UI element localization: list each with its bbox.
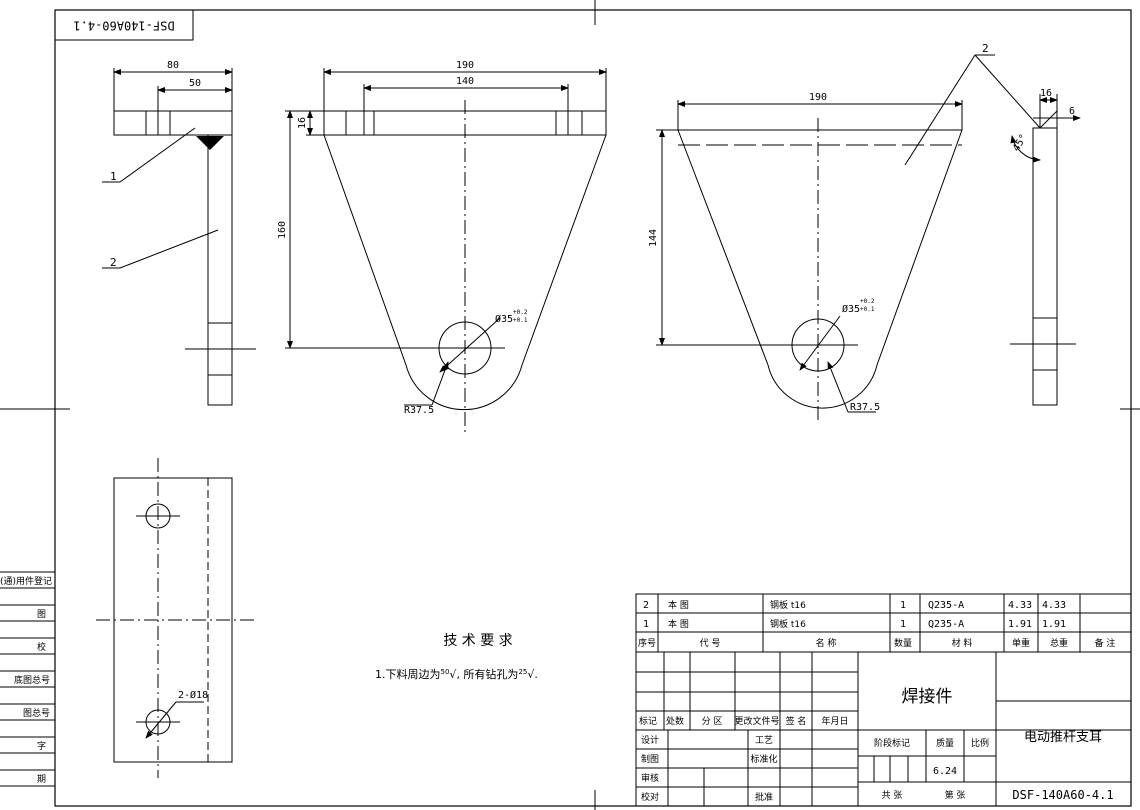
part-name: 电动推杆支耳 xyxy=(1024,730,1102,745)
rotated-code-box: DSF-140A60-4.1 xyxy=(54,9,194,41)
bom-cell: 本 图 xyxy=(668,599,689,611)
bom-header: 序号 xyxy=(638,637,656,649)
title-block: 标记 处数 分 区 更改文件号 签 名 年月日 设计 制图 审核 校对 工艺 标… xyxy=(635,651,1132,807)
bom-cell: 1 xyxy=(643,619,649,630)
drawing-number: DSF-140A60-4.1 xyxy=(1012,788,1113,802)
dim-80: 80 xyxy=(167,60,179,71)
mass-label: 质量 xyxy=(936,737,954,749)
rev-header: 签 名 xyxy=(786,715,807,727)
strip-label: 底图总号 xyxy=(14,674,50,686)
dim-6: 6 xyxy=(1069,106,1075,117)
strip-label: 校 xyxy=(37,641,46,653)
bom-table: 2 本 图 钢板 t16 1 Q235-A 4.33 4.33 1 本 图 钢板… xyxy=(635,593,1132,653)
role-label: 工艺 xyxy=(755,735,773,746)
balloon-2b: 2 xyxy=(982,42,989,55)
bom-header: 备 注 xyxy=(1095,637,1116,649)
strip-label: 字 xyxy=(37,740,46,752)
balloon-2: 2 xyxy=(110,256,117,269)
strip-label: 图 xyxy=(37,609,46,620)
strip-label: (通)用件登记 xyxy=(0,575,52,587)
dim-16-a: 16 xyxy=(297,117,308,129)
sheets-total: 共 张 xyxy=(882,790,903,801)
bom-header: 材 料 xyxy=(952,637,973,649)
side-strip: (通)用件登记 图 校 底图总号 图总号 字 期 xyxy=(0,571,55,787)
stage-label: 阶段标记 xyxy=(874,737,910,749)
bom-header: 代 号 xyxy=(700,638,721,649)
dim-dia-b: Ø35 xyxy=(842,303,860,315)
dim-dia-a: Ø35 xyxy=(495,313,513,325)
tech-requirements: 技 术 要 求 1.下料周边为50√, 所有钻孔为25√. xyxy=(375,633,538,681)
dim-r-a: R37.5 xyxy=(404,405,434,416)
bom-cell: 1 xyxy=(900,619,906,630)
bom-cell: 钢板 t16 xyxy=(770,599,806,611)
bom-cell: 1 xyxy=(900,600,906,611)
dim-160: 160 xyxy=(277,221,288,239)
role-label: 制图 xyxy=(641,753,659,765)
view-left-elevation: 80 50 1 2 xyxy=(102,60,256,406)
role-label: 批准 xyxy=(755,791,773,803)
dim-r-b: R37.5 xyxy=(850,402,880,413)
part-type: 焊接件 xyxy=(902,687,953,707)
role-label: 标准化 xyxy=(750,753,777,765)
dim-190-b: 190 xyxy=(809,92,827,103)
role-label: 审核 xyxy=(641,772,659,784)
rev-header: 年月日 xyxy=(821,715,848,727)
rotated-code-text: DSF-140A60-4.1 xyxy=(73,19,174,33)
view-plan: 2-Ø18 xyxy=(96,458,256,778)
sheet-number: 第 张 xyxy=(945,789,966,801)
view-front-plate: 190 140 16 160 Ø35 +0.2 +0.1 R37.5 xyxy=(277,60,607,436)
tech-title: 技 术 要 求 xyxy=(443,633,512,649)
tech-note: 1.下料周边为50√, 所有钻孔为25√. xyxy=(375,667,538,681)
scale-label: 比例 xyxy=(971,737,989,749)
dim-144: 144 xyxy=(648,229,659,247)
rev-header: 更改文件号 xyxy=(734,715,779,727)
weld-symbol xyxy=(196,136,224,150)
dim-50: 50 xyxy=(189,78,201,89)
bom-header: 名 称 xyxy=(816,637,837,649)
dim-16-b: 16 xyxy=(1040,88,1052,99)
bom-cell: 钢板 t16 xyxy=(770,618,806,630)
view-right-side: 16 6 45° xyxy=(1010,88,1081,406)
bom-cell: Q235-A xyxy=(928,619,964,630)
bom-cell: 本 图 xyxy=(668,618,689,630)
bom-cell: 1.91 xyxy=(1008,619,1032,630)
strip-label: 图总号 xyxy=(23,707,50,719)
bom-cell: 2 xyxy=(643,600,649,611)
tol-b-upper: +0.2 xyxy=(860,298,875,305)
role-label: 校对 xyxy=(641,791,659,803)
dim-190-a: 190 xyxy=(456,60,474,71)
bom-header: 数量 xyxy=(894,637,912,649)
bom-header: 单重 xyxy=(1012,637,1030,649)
bom-cell: 1.91 xyxy=(1042,619,1066,630)
rev-header: 标记 xyxy=(639,715,657,727)
tol-a-upper: +0.2 xyxy=(513,309,528,316)
dim-140: 140 xyxy=(456,76,474,87)
view-right-plate: 190 144 Ø35 +0.2 +0.1 R37.5 2 xyxy=(648,42,1041,420)
balloon-1: 1 xyxy=(110,170,117,183)
bom-cell: 4.33 xyxy=(1042,600,1066,611)
rev-header: 处数 xyxy=(666,715,684,727)
strip-label: 期 xyxy=(37,774,46,785)
mass-value: 6.24 xyxy=(933,766,957,777)
bom-cell: Q235-A xyxy=(928,600,964,611)
bom-header: 总重 xyxy=(1050,637,1068,649)
rev-header: 分 区 xyxy=(702,716,723,727)
dim-holes: 2-Ø18 xyxy=(178,689,208,701)
tol-b-lower: +0.1 xyxy=(860,306,875,313)
bom-cell: 4.33 xyxy=(1008,600,1032,611)
dim-45-deg: 45° xyxy=(1011,132,1030,153)
role-label: 设计 xyxy=(641,734,659,746)
tol-a-lower: +0.1 xyxy=(513,317,528,324)
